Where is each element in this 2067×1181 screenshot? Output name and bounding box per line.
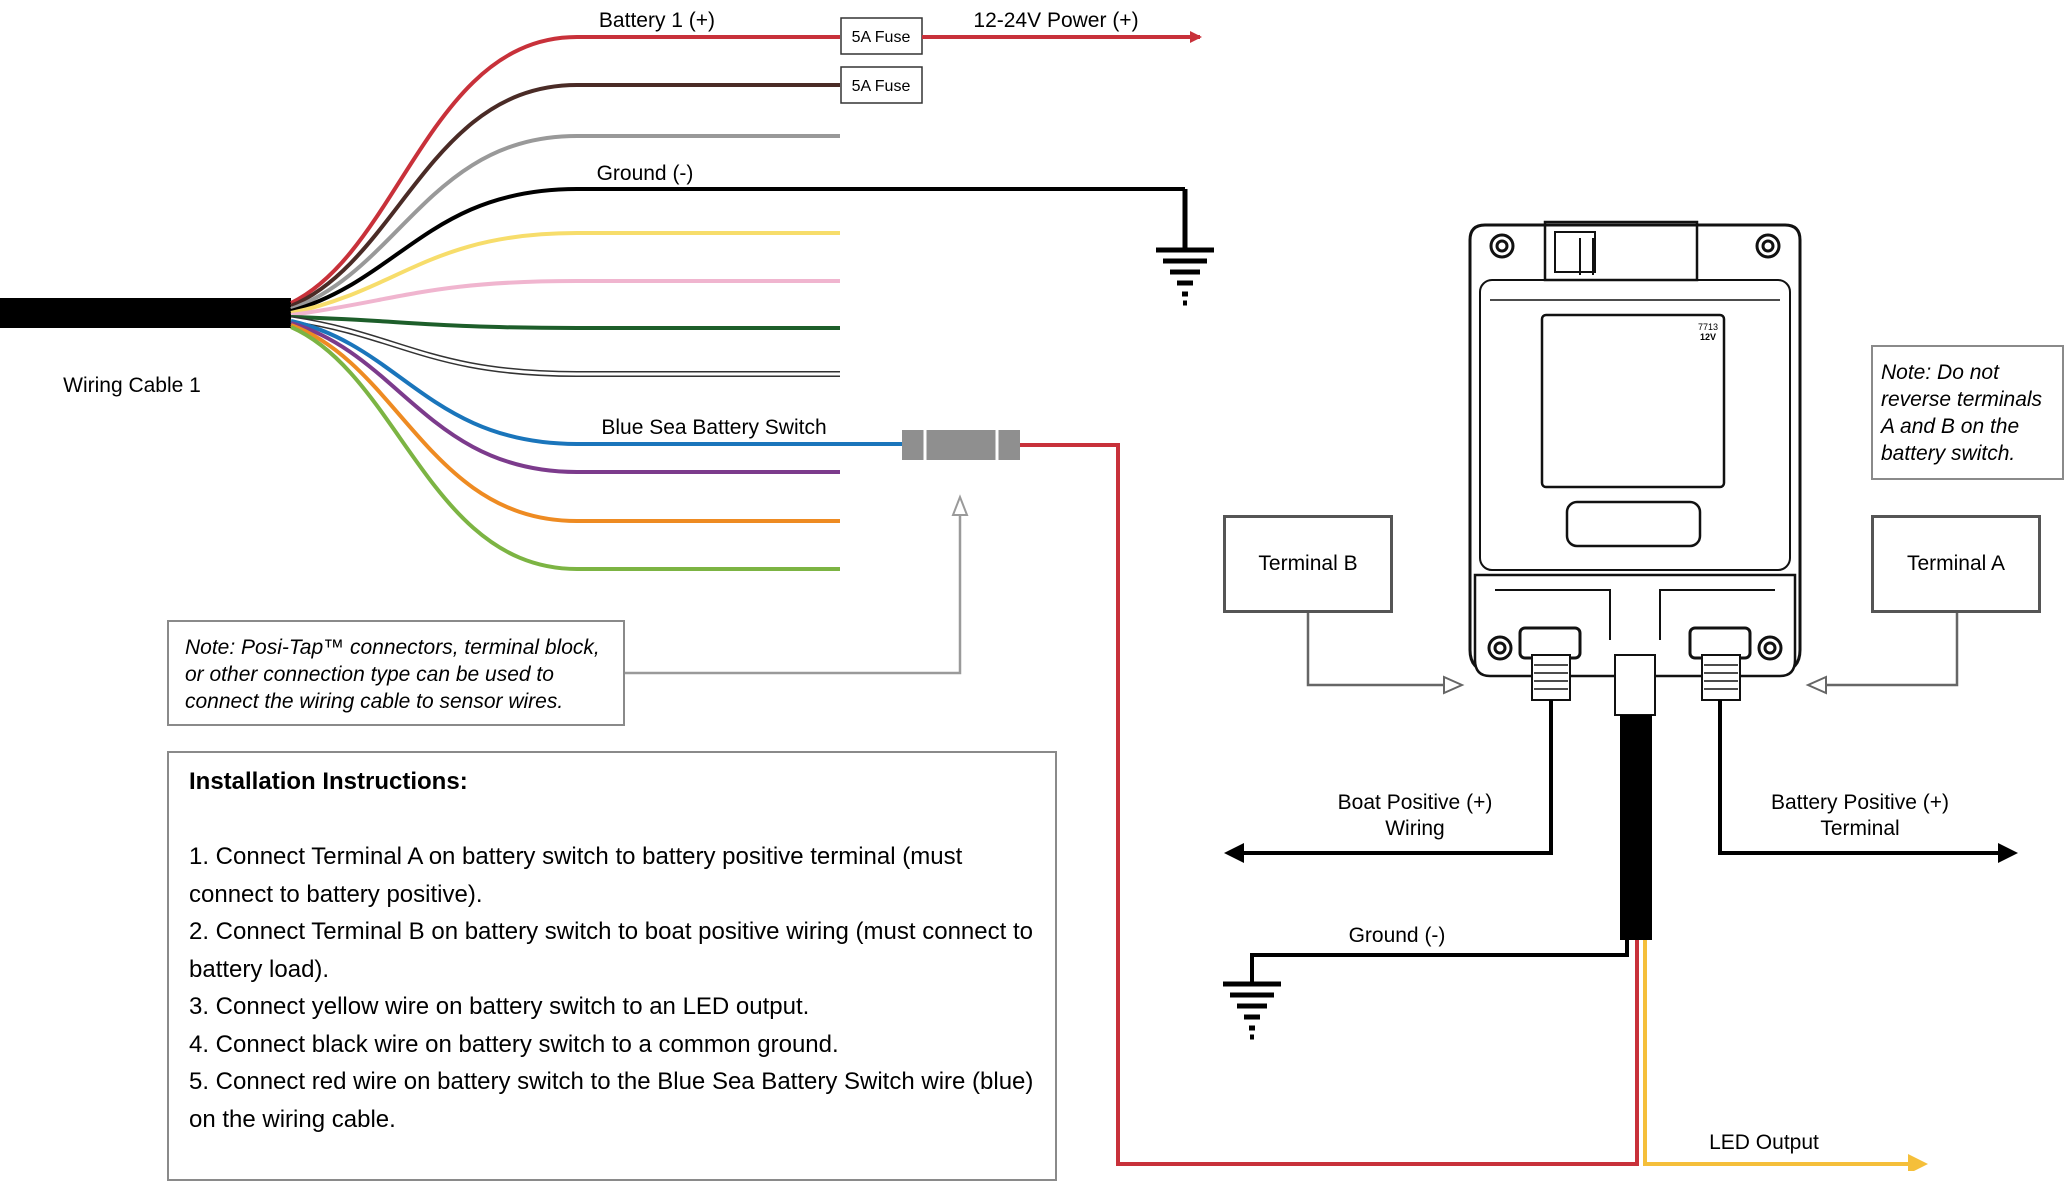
- battery-switch-device: [1468, 220, 1802, 716]
- ground-bottom-label: Ground (-): [1349, 924, 1446, 947]
- terminal-a-box: Terminal A: [1871, 515, 2041, 613]
- wire-brown: [290, 83, 840, 308]
- terminal-a-label: Terminal A: [1906, 552, 2006, 575]
- instruction-step: 5. Connect red wire on battery switch to…: [189, 1068, 1034, 1133]
- device-model: 7713: [1698, 322, 1718, 332]
- instructions-title: Installation Instructions:: [189, 768, 468, 795]
- terminal-b-box: Terminal B: [1223, 515, 1393, 613]
- wire-blue: [290, 319, 902, 446]
- terminal-reverse-note: Note: Do not reverse terminals A and B o…: [1871, 345, 2064, 480]
- wire-orange: [290, 323, 840, 523]
- ground-symbol-top: [1156, 189, 1214, 306]
- battery-positive-label-2: Terminal: [1820, 817, 1899, 840]
- fuse-2-label: 5A Fuse: [852, 78, 911, 95]
- instruction-step: 1. Connect Terminal A on battery switch …: [189, 843, 963, 908]
- battery1-label: Battery 1 (+): [599, 9, 715, 32]
- posi-tap-connector: [902, 430, 1020, 460]
- wire-gray: [290, 134, 840, 311]
- instruction-step: 3. Connect yellow wire on battery switch…: [189, 993, 810, 1020]
- posi-tap-note-text: Note: Posi-Tap™ connectors, terminal blo…: [185, 636, 600, 713]
- device-label-area: [1540, 313, 1726, 489]
- wire-yellow: [290, 231, 840, 315]
- installation-instructions: Installation Instructions: 1. Connect Te…: [167, 751, 1057, 1181]
- cable-wires: [290, 35, 1185, 571]
- led-output-wire: [1643, 940, 1910, 1166]
- wire-pink: [290, 279, 840, 317]
- device-cable: [1620, 715, 1652, 940]
- boat-positive-label-1: Boat Positive (+): [1338, 791, 1493, 814]
- device-voltage: 12V: [1700, 332, 1716, 342]
- wiring-cable: [0, 298, 291, 328]
- ground-symbol-bottom: [1223, 940, 1629, 1040]
- terminal-b-pointer: [1306, 613, 1450, 687]
- boat-positive-wire: [1238, 700, 1553, 855]
- wire-lightgreen: [290, 325, 840, 571]
- terminal-reverse-note-text: Note: Do not reverse terminals A and B o…: [1881, 361, 2043, 465]
- terminal-a-pointer: [1820, 613, 1959, 687]
- posi-tap-note: Note: Posi-Tap™ connectors, terminal blo…: [167, 620, 625, 726]
- terminal-b-label: Terminal B: [1258, 552, 1358, 575]
- power-label: 12-24V Power (+): [973, 9, 1138, 32]
- instruction-step: 2. Connect Terminal B on battery switch …: [189, 918, 1033, 983]
- wire-green: [290, 315, 840, 330]
- blue-sea-label: Blue Sea Battery Switch: [601, 416, 826, 439]
- wiring-cable-label: Wiring Cable 1: [63, 374, 201, 397]
- red-wire-to-switch: [1020, 443, 1639, 1166]
- wire-purple: [290, 321, 840, 474]
- instruction-step: 4. Connect black wire on battery switch …: [189, 1030, 839, 1058]
- device-window: [1565, 500, 1702, 548]
- boat-positive-label-2: Wiring: [1385, 817, 1445, 840]
- ground-top-label: Ground (-): [597, 162, 694, 185]
- wire-red: [290, 35, 840, 305]
- battery-positive-label-1: Battery Positive (+): [1771, 791, 1949, 814]
- battery-positive-wire: [1718, 700, 2005, 855]
- led-output-label: LED Output: [1709, 1131, 1819, 1154]
- fuse-2: 5A Fuse: [840, 66, 923, 104]
- fuse-1: 5A Fuse: [840, 17, 923, 55]
- wire-black: [290, 187, 1185, 313]
- fuse-1-label: 5A Fuse: [852, 29, 911, 46]
- note-pointer-line: [625, 500, 962, 675]
